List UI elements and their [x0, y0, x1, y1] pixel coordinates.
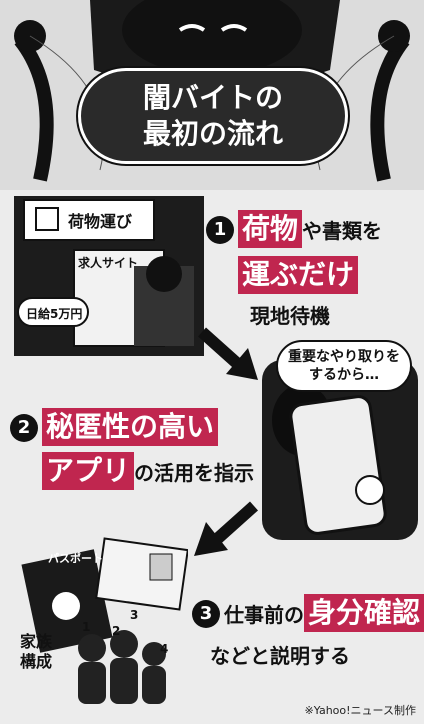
step-3-highlight-1: 身分確認 [304, 594, 424, 632]
hero-illustration: 闇バイトの 最初の流れ [0, 0, 424, 190]
bubble-line-1: 重要なやり取りを [288, 349, 400, 365]
title-line1: 闇バイトの [142, 81, 283, 114]
step-2-highlight-2: アプリ [42, 452, 135, 490]
hero-dark-figure [0, 0, 424, 190]
step-1-highlight-2: 運ぶだけ [238, 256, 359, 294]
identity-check-drawing [21, 537, 189, 704]
step-3-text-1: 仕事前の [224, 603, 304, 627]
job-posting-drawing [14, 196, 204, 356]
secret-app-drawing [262, 360, 418, 540]
arrow-down-left-icon [194, 501, 259, 556]
board-text: 求人サイト [78, 256, 139, 270]
family-number-2: 2 [112, 624, 121, 638]
step-2-highlight-1: 秘匿性の高い [42, 408, 219, 446]
sign-text: 荷物運び [68, 212, 133, 231]
pay-text: 日給5万円 [26, 307, 83, 321]
bubble-line-2: するから… [309, 367, 379, 383]
family-label: 家族 構成 [20, 632, 60, 672]
step-2-text-1: の活用を指示 [134, 461, 255, 485]
illustration-secret-app: 重要なやり取りを するから… [262, 340, 418, 540]
step-3-text-2: などと説明する [210, 644, 350, 668]
illustration-identity-check: パスポート 家族 構成 1 2 3 4 [20, 536, 189, 704]
illustration-job-posting: 荷物運び 求人サイト 日給5万円 [14, 196, 204, 356]
family-number-4: 4 [160, 642, 169, 656]
passport-text: パスポート [48, 552, 103, 565]
title-badge: 闇バイトの 最初の流れ [78, 68, 348, 164]
speech-bubble: 重要なやり取りを するから… [276, 340, 412, 392]
arrow-down-right-icon [197, 327, 258, 380]
credit-text: ※Yahoo!ニュース制作 [304, 704, 416, 717]
step-1-text-1: や書類を [302, 219, 383, 243]
title-line2: 最初の流れ [142, 117, 283, 150]
family-label-line-1: 家族 [20, 632, 53, 651]
step-1-highlight-1: 荷物 [238, 210, 303, 248]
step-1-number: 1 [206, 216, 234, 244]
step-2-number: 2 [10, 414, 38, 442]
family-label-line-2: 構成 [20, 652, 53, 671]
family-number-1: 1 [82, 620, 91, 634]
family-number-3: 3 [130, 608, 139, 622]
step-3-number: 3 [192, 600, 220, 628]
step-1-text-2: 現地待機 [250, 304, 330, 328]
